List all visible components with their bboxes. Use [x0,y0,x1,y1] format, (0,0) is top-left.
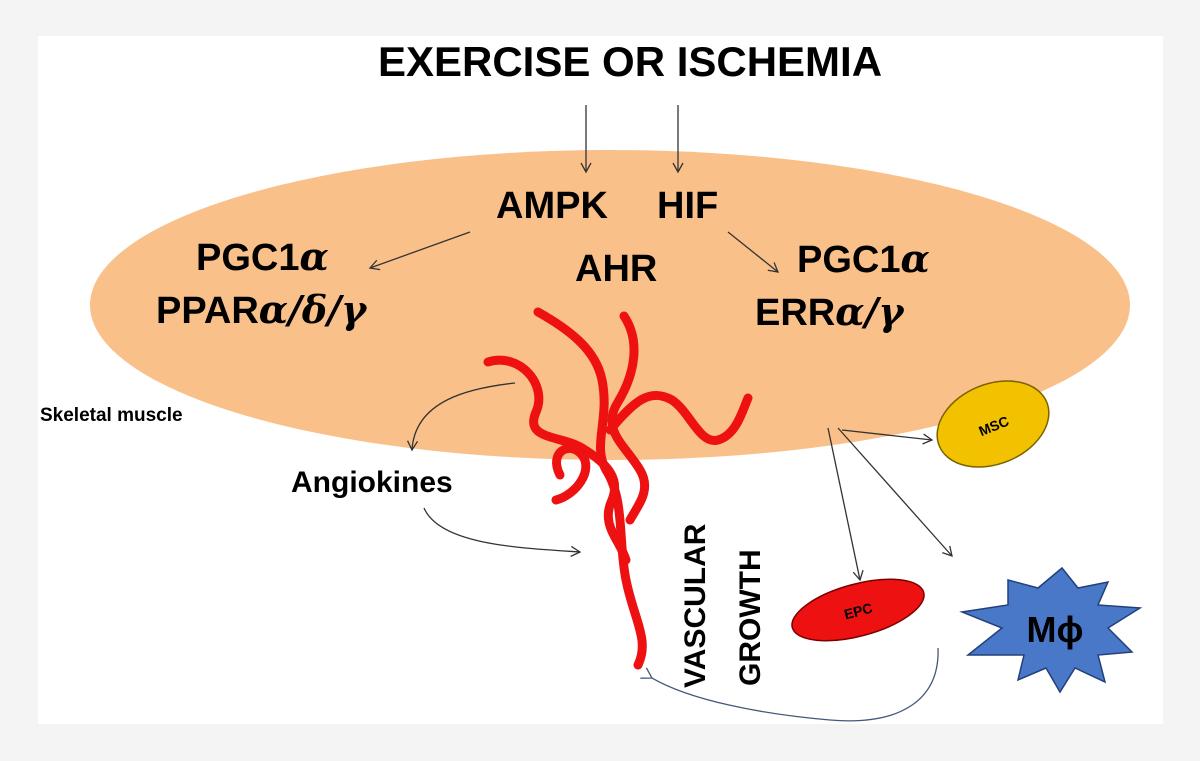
hif-label: HIF [657,185,718,227]
vessel-network [483,307,753,670]
ampk-label: AMPK [496,185,608,227]
left-pgc1a-prefix: PGC1 [196,237,299,279]
right-err-label: ERRα/γ [755,289,905,334]
arrow-to-right-pgc [727,231,780,273]
right-pgc1a-greek: α [900,236,929,281]
arrow-angiokines-to-vessel [423,507,582,557]
arrow-macrophage-to-vessel [640,647,939,722]
skeletal-muscle-ellipse [90,150,1130,460]
right-pgc1a-prefix: PGC1 [797,239,900,281]
epc-cell [791,578,925,642]
left-ppar-label: PPARα/δ/γ [156,287,368,332]
macrophage-cell [959,566,1143,694]
epc-label: EPC [842,600,874,623]
right-pgc1a-label: PGC1α [797,236,930,281]
arrow-to-macrophage [837,427,953,557]
arrow-to-left-pgc [368,231,471,271]
vessel-branch-3 [605,391,753,445]
angiokines-label: Angiokines [291,466,453,499]
left-pgc1a-label: PGC1α [196,234,329,279]
ahr-label: AHR [575,248,657,290]
left-ppar-prefix: PPAR [156,290,259,332]
msc-cell [936,380,1050,468]
vessel-branch-4 [551,443,591,505]
macrophage-label: Mϕ [1027,609,1084,650]
arrow-to-epc [827,427,864,582]
vascular-label: VASCULAR [679,523,712,688]
skeletal-muscle-label: Skeletal muscle [40,405,183,426]
arrow-to-msc [841,429,934,445]
left-ppar-greek: α/δ/γ [259,287,368,332]
arrow-to-angiokines [406,382,516,452]
right-err-prefix: ERR [755,292,835,334]
left-pgc1a-greek: α [299,234,328,279]
growth-label: GROWTH [734,549,767,686]
right-err-greek: α/γ [835,289,905,334]
title: EXERCISE OR ISCHEMIA [378,38,882,85]
